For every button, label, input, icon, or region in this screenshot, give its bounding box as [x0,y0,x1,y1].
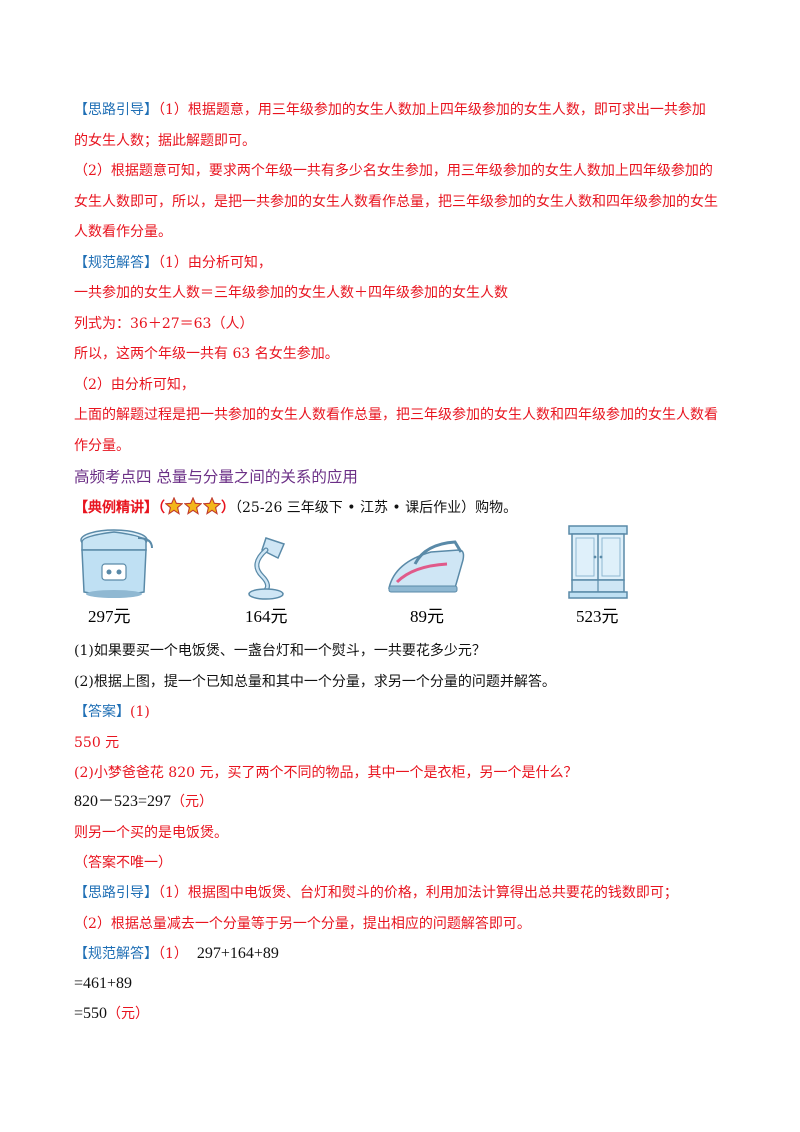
hint2-line-2: （2）根据总量减去一个分量等于另一个分量，提出相应的问题解答即可。 [74,916,531,932]
solution-expression: 297+164+89 [196,945,279,962]
solution-line-2: 一共参加的女生人数＝三年级参加的女生人数＋四年级参加的女生人数 [74,285,508,301]
section-title: 高频考点四 总量与分量之间的关系的应用 [74,468,358,486]
hint-tag: 【思路引导】 [74,102,158,118]
stars-open: （ [158,500,165,516]
star-icon [203,497,221,515]
answer-unit: （元） [171,794,214,810]
answer-line-3: (2)小梦爸爸花 820 元，买了两个不同的物品，其中一个是衣柜，另一个是什么？ [74,765,578,781]
solution-tag: 【规范解答】 [74,946,158,962]
hint-text: （1）根据题意，用三年级参加的女生人数加上四年级参加的女生人数，即可求出一共参加 [158,102,706,118]
hint-line-3: （2）根据题意可知，要求两个年级一共有多少名女生参加，用三年级参加的女生人数加上… [74,163,713,179]
solution-label: （1） [158,946,188,962]
answer-tag: 【答案】 [74,704,130,720]
iron-icon [388,540,465,593]
answer-text: (1) [130,704,150,720]
star-icon [184,497,202,515]
solution2-line-3: =550（元） [74,1004,149,1024]
solution-unit: （元） [107,1006,150,1022]
solution2-line-1: 【规范解答】（1） 297+164+89 [74,944,279,964]
question-2: (2)根据上图，提一个已知总量和其中一个分量，求另一个分量的问题并解答。 [74,674,556,690]
price-iron: 89元 [410,607,444,626]
solution-line-7: 作分量。 [74,438,130,454]
hint-line-2: 的女生人数；据此解题即可。 [74,133,256,149]
answer-expression: 820－523=297 [74,793,172,810]
answer-line-1: 【答案】(1) [74,702,150,722]
hint-text: （1）根据图中电饭煲、台灯和熨斗的价格，利用加法计算得出总共要花的钱数即可； [158,885,678,901]
wardrobe-icon [568,525,628,599]
source-text: （25-26 三年级下 • 江苏 • 课后作业）购物。 [235,500,518,516]
solution-text: （1）由分析可知， [158,255,272,271]
desk-lamp-icon [248,537,286,600]
answer-line-5: 则另一个买的是电饭煲。 [74,825,228,841]
hint2-line-1: 【思路引导】（1）根据图中电饭煲、台灯和熨斗的价格，利用加法计算得出总共要花的钱… [74,883,678,903]
question-1: (1)如果要买一个电饭煲、一盏台灯和一个熨斗，一共要花多少元？ [74,643,486,659]
rice-cooker-icon [80,529,153,598]
solution-line-4: 所以，这两个年级一共有 63 名女生参加。 [74,346,339,362]
solution-line-1: 【规范解答】（1）由分析可知， [74,253,272,273]
hint-tag: 【思路引导】 [74,885,158,901]
solution-expression: =461+89 [74,975,133,992]
solution-line-5: （2）由分析可知， [74,377,195,393]
answer-line-4: 820－523=297（元） [74,792,213,812]
price-wardrobe: 523元 [576,607,619,626]
stars-close: ） [221,500,235,516]
price-desk-lamp: 164元 [245,607,288,626]
example-tag: 【典例精讲】 [74,500,158,516]
hint-line-5: 人数看作分量。 [74,224,172,240]
solution2-line-2: =461+89 [74,974,132,994]
answer-line-2: 550 元 [74,735,120,751]
solution-line-3: 列式为：36＋27＝63（人） [74,316,254,332]
difficulty-stars [165,497,221,515]
hint-line-4: 女生人数即可，所以，是把一共参加的女生人数看作总量，把三年级参加的女生人数和四年… [74,194,718,210]
star-icon [165,497,183,515]
solution-line-6: 上面的解题过程是把一共参加的女生人数看作总量，把三年级参加的女生人数和四年级参加… [74,407,718,423]
example-line: 【典例精讲】（ ）（25-26 三年级下 • 江苏 • 课后作业）购物。 [74,497,517,518]
solution-expression: =550 [74,1005,108,1022]
price-rice-cooker: 297元 [88,607,131,626]
solution-tag: 【规范解答】 [74,255,158,271]
answer-line-6: （答案不唯一） [74,855,172,871]
hint-line-1: 【思路引导】（1）根据题意，用三年级参加的女生人数加上四年级参加的女生人数，即可… [74,100,706,120]
